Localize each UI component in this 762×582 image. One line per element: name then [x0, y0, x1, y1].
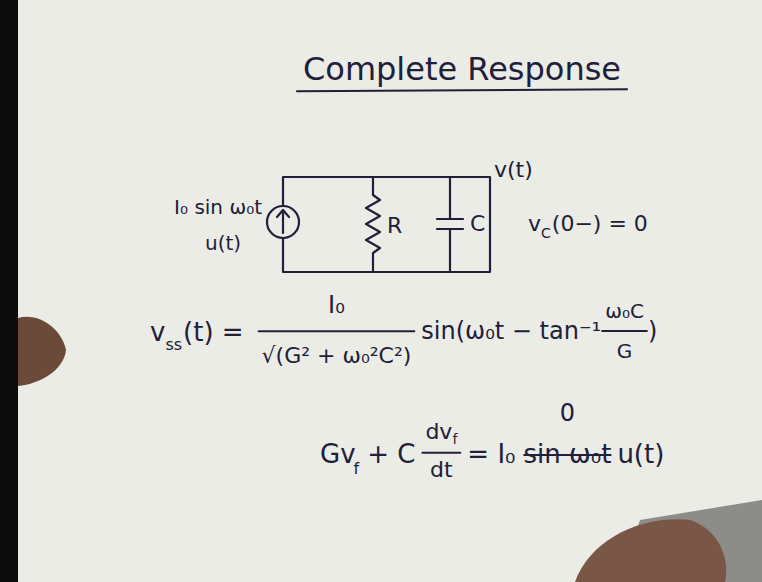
equation-term: u(t)	[617, 440, 664, 469]
denominator: √(G² + ω₀²C²)	[262, 344, 412, 368]
source-label: I₀ sin ω₀t	[174, 196, 262, 218]
initial-condition: (0−) = 0	[552, 212, 648, 236]
bracket: )	[648, 318, 657, 344]
subscript: f	[354, 460, 360, 478]
circuit-wire	[283, 177, 490, 272]
capacitor-label: C	[470, 212, 485, 236]
title-underline	[297, 89, 627, 91]
numerator: I₀	[328, 292, 345, 318]
numerator: ω₀C	[605, 300, 644, 322]
equation-term: (t) =	[183, 318, 244, 347]
denominator: dt	[430, 458, 453, 482]
resistor-label: R	[387, 214, 402, 238]
capacitor-symbol	[437, 177, 463, 272]
hand	[18, 317, 66, 386]
source-arrow	[277, 210, 289, 233]
resistor-symbol	[366, 177, 380, 272]
hand	[575, 519, 726, 582]
equation-term: = I₀	[467, 440, 515, 469]
step-label: u(t)	[205, 232, 241, 254]
current-source-symbol	[267, 206, 299, 238]
fraction-bar	[259, 330, 415, 332]
title: Complete Response	[303, 52, 621, 87]
equation-term: sin(ω₀t − tan⁻¹	[421, 318, 601, 344]
replacement-value: 0	[560, 400, 575, 426]
dark-edge	[0, 0, 18, 582]
subscript: C	[541, 226, 551, 241]
fraction-bar	[602, 330, 647, 332]
numerator: dv	[425, 420, 452, 444]
equation-term: + C	[367, 440, 415, 469]
initial-condition: v	[528, 212, 541, 236]
denominator: G	[617, 340, 633, 362]
equation-term: v	[150, 318, 165, 347]
fraction-bar	[422, 452, 460, 454]
node-voltage-label: v(t)	[494, 158, 533, 182]
subscript: ss	[165, 336, 182, 354]
subscript: f	[452, 432, 457, 447]
struck-term: sin ω₀t	[523, 440, 611, 469]
equation-term: Gv	[320, 440, 356, 469]
